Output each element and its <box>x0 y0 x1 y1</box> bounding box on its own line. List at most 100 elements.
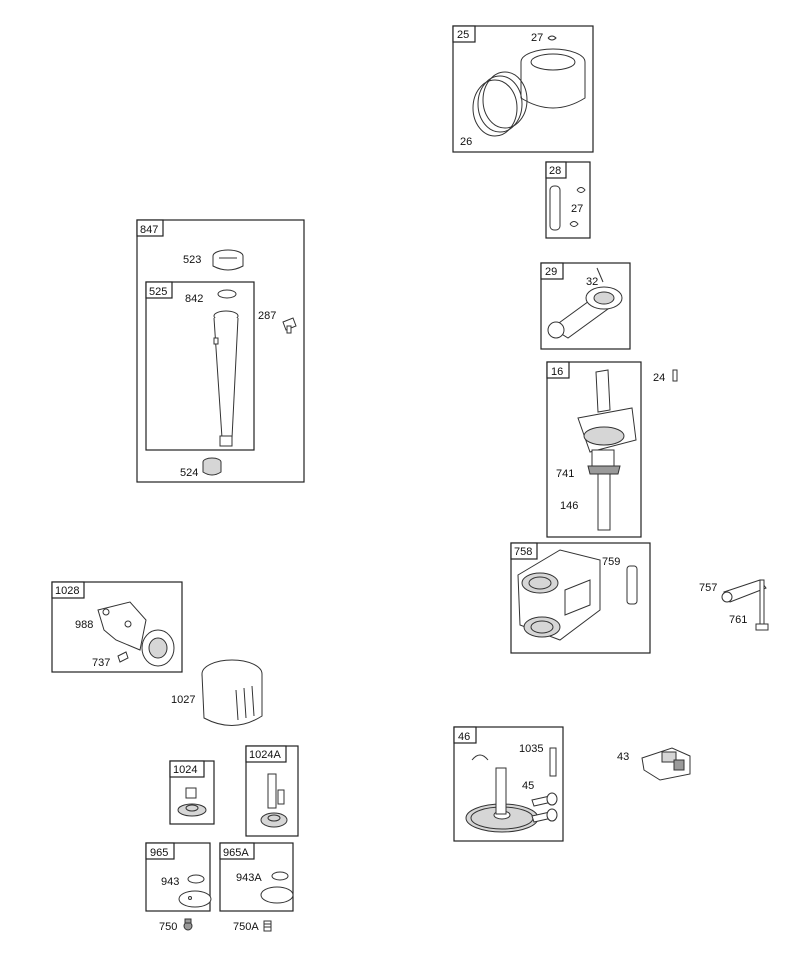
grommet-illustration <box>202 457 222 476</box>
group-number: 758 <box>514 546 532 558</box>
group-tag <box>145 842 175 860</box>
callout-label: 523 <box>183 254 201 266</box>
cover-plate-illustration <box>178 874 212 908</box>
group-tag <box>545 161 567 179</box>
group-number: 1028 <box>55 585 79 597</box>
group-1028[interactable]: 1028 988 737 <box>51 581 183 673</box>
camshaft-gear-illustration <box>465 747 558 833</box>
part-24[interactable]: 24 <box>653 369 678 384</box>
group-29[interactable]: 29 32 <box>540 262 631 350</box>
part-1027[interactable]: 1027 <box>171 659 263 727</box>
group-frame <box>546 361 642 538</box>
group-number: 965 <box>150 847 168 859</box>
callout-label: 759 <box>602 556 620 568</box>
callout-label: 741 <box>556 468 574 480</box>
piston-illustration <box>472 35 586 137</box>
group-frame <box>51 581 183 673</box>
group-number: 1024A <box>249 749 281 761</box>
callout-label: 27 <box>571 203 583 215</box>
group-tag <box>510 542 538 560</box>
callout-label: 45 <box>522 780 534 792</box>
callout-label: 943 <box>161 876 179 888</box>
callout-label: 43 <box>617 751 629 763</box>
group-tag <box>169 760 205 778</box>
callout-label: 27 <box>531 32 543 44</box>
callout-label: 1027 <box>171 694 195 706</box>
group-frame <box>145 281 255 451</box>
oil-pump-rotor-illustration <box>177 787 207 817</box>
group-tag <box>51 581 85 599</box>
dipstick-cap-illustration <box>212 249 244 271</box>
part-757[interactable]: 757 <box>699 579 767 603</box>
group-tag <box>136 219 164 237</box>
group-28[interactable]: 28 27 <box>545 161 591 239</box>
part-750[interactable]: 750 <box>159 918 193 933</box>
group-965[interactable]: 965 943 <box>145 842 212 912</box>
callout-label: 988 <box>75 619 93 631</box>
group-tag <box>453 726 477 744</box>
group-525[interactable]: 525 842 <box>145 281 255 451</box>
callout-label: 761 <box>729 614 747 626</box>
group-frame <box>510 542 651 654</box>
group-tag <box>546 361 570 379</box>
screw-illustration <box>282 317 297 334</box>
connecting-rod-illustration <box>547 267 623 339</box>
group-tag <box>540 262 564 280</box>
plug-icon <box>263 920 272 932</box>
group-number: 16 <box>551 366 563 378</box>
group-number: 1024 <box>173 764 197 776</box>
group-847[interactable]: 847 523 524 287 <box>136 219 305 483</box>
group-758[interactable]: 758 759 <box>510 542 651 654</box>
callout-label: 750A <box>233 921 259 933</box>
group-tag <box>452 25 476 43</box>
callout-label: 750 <box>159 921 177 933</box>
group-1024A[interactable]: 1024A <box>245 745 299 837</box>
callout-label: 737 <box>92 657 110 669</box>
callout-label: 146 <box>560 500 578 512</box>
part-750A[interactable]: 750A <box>233 920 272 933</box>
callout-label: 32 <box>586 276 598 288</box>
part-761[interactable]: 761 <box>729 579 769 631</box>
key-icon <box>672 369 678 382</box>
group-tag <box>219 842 255 860</box>
group-number: 525 <box>149 286 167 298</box>
group-frame <box>545 161 591 239</box>
group-frame <box>452 25 594 153</box>
callout-label: 287 <box>258 310 276 322</box>
group-frame <box>540 262 631 350</box>
bearing-block-illustration <box>517 549 638 641</box>
callout-label: 24 <box>653 372 665 384</box>
group-number: 46 <box>458 731 470 743</box>
group-1024[interactable]: 1024 <box>169 760 215 825</box>
group-number: 965A <box>223 847 249 859</box>
dipstick-tube-illustration <box>213 289 239 447</box>
group-frame <box>453 726 564 842</box>
oil-filter-icon <box>201 659 263 727</box>
group-number: 28 <box>549 165 561 177</box>
callout-label: 757 <box>699 582 717 594</box>
group-number: 847 <box>140 224 158 236</box>
filter-adapter-illustration <box>97 601 175 667</box>
callout-label: 943A <box>236 872 262 884</box>
cover-plate-illustration <box>260 871 294 904</box>
plug-icon <box>183 918 193 931</box>
part-43[interactable]: 43 <box>617 747 691 781</box>
piston-pin-illustration <box>549 185 586 231</box>
group-16[interactable]: 16 741 146 <box>546 361 642 538</box>
group-frame <box>219 842 294 912</box>
governor-assembly-icon <box>641 747 691 781</box>
oil-pump-shaft-illustration <box>260 773 288 828</box>
callout-label: 1035 <box>519 743 543 755</box>
group-965A[interactable]: 965A 943A <box>219 842 294 912</box>
group-46[interactable]: 46 1035 45 <box>453 726 564 842</box>
group-number: 25 <box>457 29 469 41</box>
group-tag <box>245 745 287 763</box>
group-25[interactable]: 25 27 26 <box>452 25 594 153</box>
callout-label: 842 <box>185 293 203 305</box>
group-tag <box>145 281 173 299</box>
group-frame <box>136 219 305 483</box>
callout-label: 524 <box>180 467 198 479</box>
crankshaft-illustration <box>577 369 637 531</box>
callout-label: 26 <box>460 136 472 148</box>
